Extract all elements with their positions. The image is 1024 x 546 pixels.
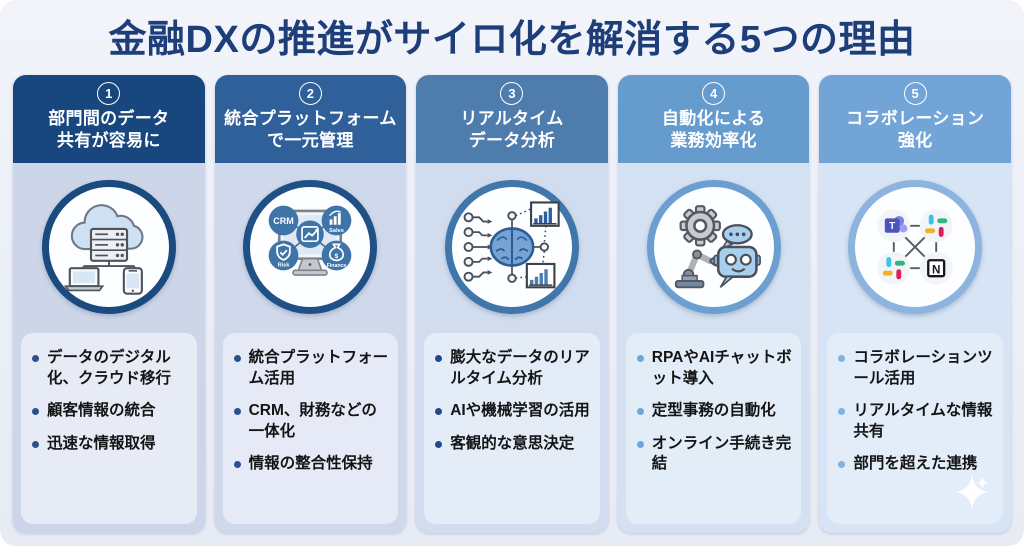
column-1-header: 1 部門間のデータ 共有が容易に	[13, 75, 205, 164]
column-5-bullets: コラボレーションツール活用 リアルタイムな情報共有 部門を超えた連携	[827, 333, 1003, 525]
column-3-bullets: 膨大なデータのリアルタイム分析 AIや機械学習の活用 客観的な意思決定	[424, 333, 600, 525]
bullet-text: 定型事務の自動化	[651, 402, 776, 420]
column-data-sharing: 1 部門間のデータ 共有が容易に	[13, 75, 205, 534]
notion-icon: N	[927, 259, 946, 278]
bullet-text: データのデジタル化、クラウド移行	[47, 349, 172, 387]
column-realtime-analytics: 3 リアルタイム データ分析	[416, 75, 608, 534]
column-4-bullets: RPAやAIチャットボット導入 定型事務の自動化 オンライン手続き完結	[625, 333, 802, 525]
column-5-title: コラボレーション 強化	[846, 109, 985, 151]
bullet-dot	[636, 408, 644, 416]
bullet-item: AIや機械学習の活用	[435, 401, 592, 421]
column-2-header: 2 統合プラットフォーム で一元管理	[214, 75, 407, 164]
bullet-dot	[435, 440, 443, 448]
bullet-item: 情報の整合性保持	[233, 454, 391, 474]
bullet-item: オンライン手続き完結	[636, 434, 794, 475]
bullet-text: 部門を超えた連携	[853, 455, 978, 473]
column-1-bullets: データのデジタル化、クラウド移行 顧客情報の統合 迅速な情報取得	[21, 333, 197, 525]
integrated-platform-icon: CRM Sales Risk $ Fin	[243, 180, 378, 315]
bullet-dot	[636, 440, 644, 448]
teams-icon: T	[884, 216, 908, 234]
bullet-text: 顧客情報の統合	[47, 402, 156, 420]
number-badge: 5	[903, 82, 927, 106]
number-badge: 1	[97, 82, 121, 106]
page-title: 金融DXの推進がサイロ化を解消する5つの理由	[108, 19, 916, 61]
bullet-item: リアルタイムな情報共有	[838, 401, 995, 442]
bullet-dot	[32, 355, 39, 363]
column-automation: 4 自動化による 業務効率化	[617, 75, 810, 534]
slack-icon	[882, 257, 906, 280]
bullet-dot	[32, 408, 39, 416]
automation-robot-icon	[646, 180, 781, 315]
bullet-dot	[32, 440, 39, 448]
bullet-text: 客観的な意思決定	[450, 434, 575, 452]
currency-symbol: $	[335, 253, 339, 260]
bullet-item: 客観的な意思決定	[435, 434, 592, 454]
bullet-item: CRM、財務などの一体化	[233, 401, 391, 442]
column-3-title: リアルタイム データ分析	[460, 109, 564, 151]
slack-icon	[925, 215, 948, 238]
risk-label: Risk	[278, 263, 291, 269]
columns-row: 1 部門間のデータ 共有が容易に	[13, 75, 1011, 534]
bullet-dot	[838, 461, 846, 469]
column-4-header: 4 自動化による 業務効率化	[617, 75, 810, 164]
bullet-text: RPAやAIチャットボット導入	[651, 349, 792, 387]
column-3-header: 3 リアルタイム データ分析	[416, 75, 608, 164]
bullet-text: リアルタイムな情報共有	[853, 402, 993, 440]
ai-brain-analytics-icon	[444, 180, 579, 315]
number-badge: 3	[500, 82, 524, 106]
bullet-item: データのデジタル化、クラウド移行	[32, 348, 189, 389]
bullet-item: 部門を超えた連携	[838, 454, 995, 474]
column-1-title: 部門間のデータ 共有が容易に	[48, 109, 170, 151]
bullet-text: CRM、財務などの一体化	[248, 402, 377, 440]
bullet-text: 情報の整合性保持	[248, 455, 373, 473]
svg-text:T: T	[889, 222, 896, 233]
bullet-item: 膨大なデータのリアルタイム分析	[435, 348, 592, 389]
bullet-text: AIや機械学習の活用	[450, 402, 590, 420]
finance-label: Finance	[327, 263, 347, 269]
bullet-dot	[435, 355, 443, 363]
svg-text:N: N	[932, 264, 940, 277]
bullet-text: 膨大なデータのリアルタイム分析	[450, 349, 590, 387]
bullet-item: RPAやAIチャットボット導入	[636, 348, 794, 389]
bullet-dot	[435, 408, 443, 416]
cloud-server-devices-icon	[41, 180, 176, 315]
bullet-dot	[233, 408, 241, 416]
bullet-dot	[233, 355, 241, 363]
column-2-bullets: 統合プラットフォーム活用 CRM、財務などの一体化 情報の整合性保持	[222, 333, 399, 525]
sparkle-icon	[951, 471, 993, 518]
column-collaboration: 5 コラボレーション 強化	[819, 75, 1011, 534]
bullet-text: オンライン手続き完結	[651, 434, 792, 473]
bullet-dot	[636, 355, 644, 363]
bullet-text: 迅速な情報取得	[47, 434, 156, 452]
bullet-dot	[838, 355, 846, 363]
collaboration-tools-icon: T	[848, 180, 983, 315]
bullet-item: 迅速な情報取得	[32, 434, 189, 454]
column-4-title: 自動化による 業務効率化	[661, 109, 766, 151]
bullet-item: 統合プラットフォーム活用	[233, 348, 391, 389]
bullet-dot	[838, 408, 846, 416]
bullet-item: コラボレーションツール活用	[838, 348, 995, 389]
bullet-item: 顧客情報の統合	[32, 401, 189, 421]
bullet-dot	[233, 461, 241, 469]
number-badge: 4	[702, 82, 726, 106]
column-integrated-platform: 2 統合プラットフォーム で一元管理	[214, 75, 407, 534]
number-badge: 2	[298, 82, 322, 106]
sales-label: Sales	[330, 228, 345, 234]
column-5-header: 5 コラボレーション 強化	[819, 75, 1011, 164]
bullet-item: 定型事務の自動化	[636, 401, 794, 421]
bullet-text: 統合プラットフォーム活用	[248, 349, 389, 387]
crm-label: CRM	[274, 216, 295, 226]
column-2-title: 統合プラットフォーム で一元管理	[224, 109, 397, 151]
bullet-text: コラボレーションツール活用	[853, 349, 993, 387]
